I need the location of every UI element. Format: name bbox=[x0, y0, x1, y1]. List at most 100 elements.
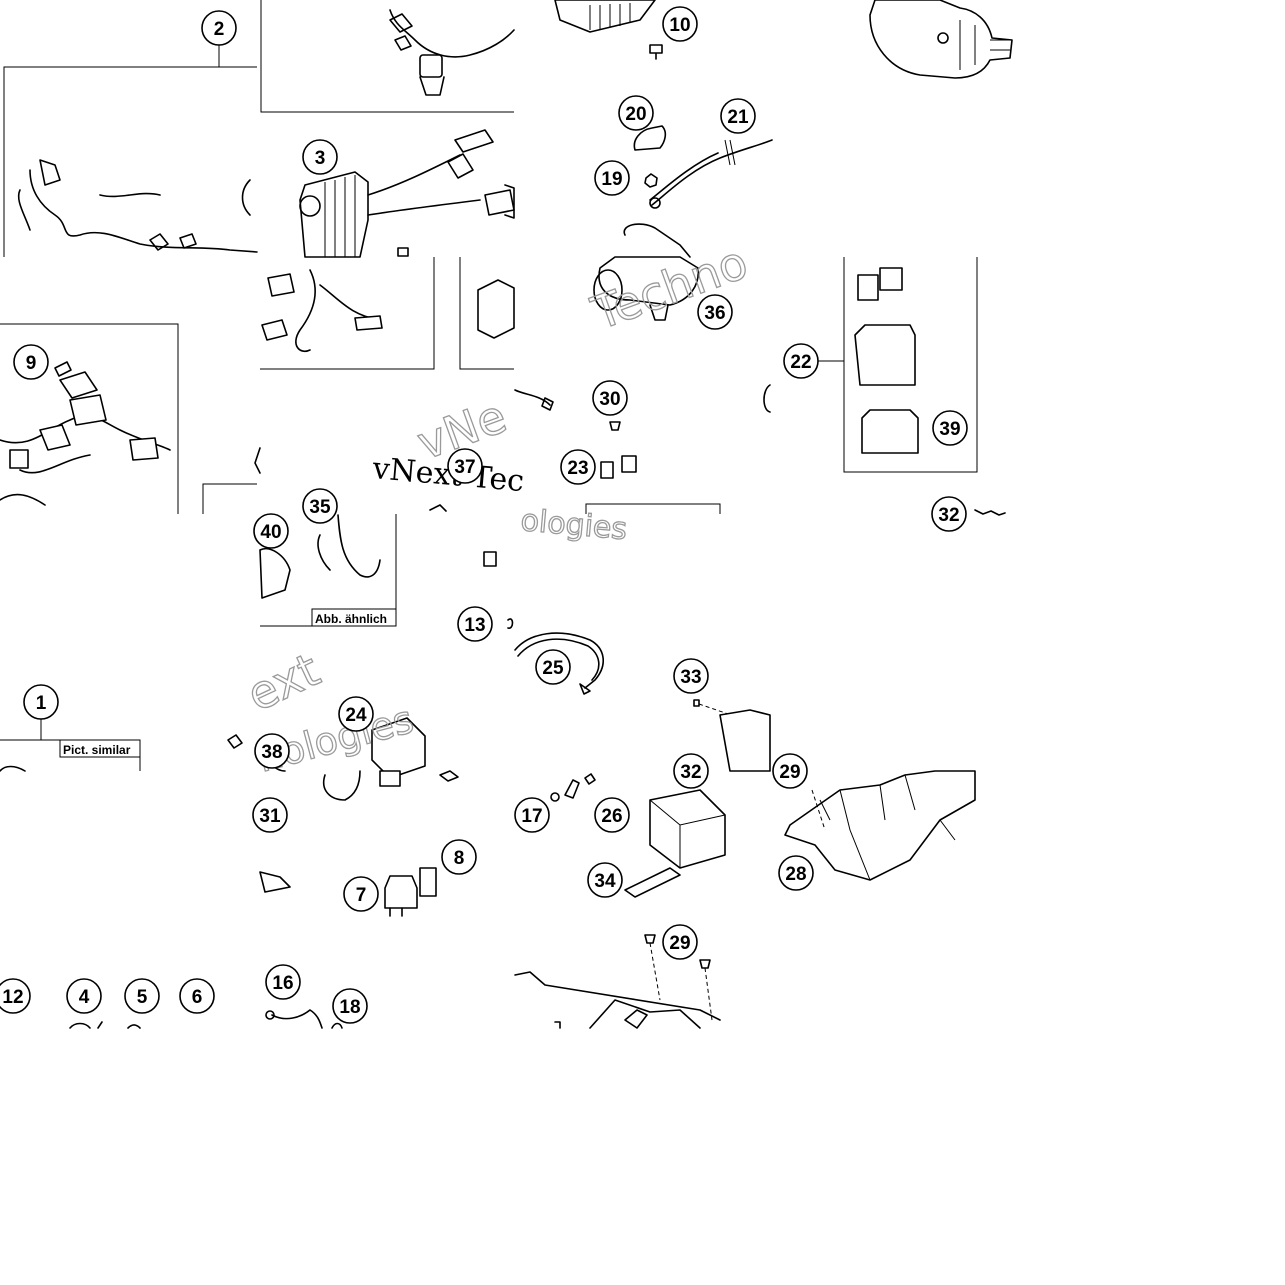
solenoid-end bbox=[593, 269, 623, 311]
cable-eye bbox=[649, 197, 661, 209]
callout-c30: 30 bbox=[592, 380, 628, 416]
callout-c35: 35 bbox=[302, 488, 338, 524]
callout-c37: 37 bbox=[447, 448, 483, 484]
callout-circle bbox=[560, 449, 596, 485]
callout-circle bbox=[535, 649, 571, 685]
tile-regulator bbox=[299, 129, 515, 258]
cable-loop bbox=[323, 770, 361, 801]
tile-cable-25 bbox=[514, 632, 771, 772]
plug bbox=[54, 361, 72, 377]
callout-number: 19 bbox=[601, 169, 622, 190]
callout-circle bbox=[302, 139, 338, 175]
screw-edge bbox=[554, 1021, 561, 1029]
screw bbox=[649, 44, 663, 60]
bracket bbox=[719, 709, 771, 772]
harness-plugs bbox=[389, 13, 413, 51]
frame-line bbox=[585, 503, 721, 514]
part-edge bbox=[0, 765, 26, 772]
connector bbox=[419, 54, 443, 78]
part-edge bbox=[507, 618, 514, 629]
callout-circle bbox=[594, 797, 630, 833]
callout-c33: 33 bbox=[673, 658, 709, 694]
callout-c31: 31 bbox=[252, 797, 288, 833]
cable bbox=[317, 514, 381, 578]
callout-c32a: 32 bbox=[931, 496, 967, 532]
callout-c12: 12 bbox=[0, 978, 31, 1014]
callout-number: 13 bbox=[464, 615, 485, 636]
callout-c13: 13 bbox=[457, 606, 493, 642]
callout-circle bbox=[514, 797, 550, 833]
callout-circle bbox=[447, 448, 483, 484]
callout-number: 28 bbox=[785, 864, 806, 885]
harness-wire bbox=[29, 169, 258, 253]
callout-c29a: 29 bbox=[772, 753, 808, 789]
regulator-mount bbox=[299, 195, 321, 217]
tile-relay-7-8 bbox=[259, 770, 459, 917]
cable-end bbox=[514, 389, 554, 411]
callout-c5: 5 bbox=[124, 978, 160, 1014]
tile-harness-edge bbox=[459, 257, 515, 370]
regulator-fins bbox=[324, 175, 356, 257]
screw-33 bbox=[693, 699, 700, 707]
clip-small bbox=[483, 551, 497, 567]
part-edge bbox=[763, 384, 771, 413]
callout-number: 17 bbox=[521, 806, 542, 827]
tile-wiring-harness bbox=[3, 45, 258, 257]
callout-circle bbox=[618, 95, 654, 131]
callout-c20: 20 bbox=[618, 95, 654, 131]
callout-circle bbox=[662, 6, 698, 42]
callout-c10: 10 bbox=[662, 6, 698, 42]
callout-number: 6 bbox=[192, 987, 203, 1008]
regulator-fins bbox=[589, 3, 631, 30]
callout-circle bbox=[253, 513, 289, 549]
callout-number: 1 bbox=[36, 693, 47, 714]
callout-c19: 19 bbox=[594, 160, 630, 196]
callout-number: 12 bbox=[2, 987, 23, 1008]
callout-number: 29 bbox=[669, 933, 690, 954]
part-edge bbox=[254, 447, 261, 474]
callout-circle bbox=[783, 343, 819, 379]
callout-c22: 22 bbox=[783, 343, 819, 379]
callout-c4: 4 bbox=[66, 978, 102, 1014]
callout-number: 18 bbox=[339, 997, 360, 1018]
callout-circle bbox=[0, 978, 31, 1014]
harness-plugs bbox=[99, 192, 197, 251]
solenoid-top bbox=[623, 223, 691, 258]
callout-circle bbox=[932, 410, 968, 446]
connector-edge bbox=[259, 871, 291, 893]
callout-number: 20 bbox=[625, 104, 646, 125]
callout-number: 22 bbox=[790, 352, 811, 373]
strap-34 bbox=[624, 867, 681, 898]
callout-c36: 36 bbox=[697, 294, 733, 330]
callout-circle bbox=[66, 978, 102, 1014]
clip bbox=[439, 770, 459, 782]
callout-circle bbox=[772, 753, 808, 789]
callout-number: 26 bbox=[601, 806, 622, 827]
callout-c34: 34 bbox=[587, 862, 623, 898]
cable-terminal bbox=[579, 683, 591, 695]
tile-cable-16-18 bbox=[265, 1009, 343, 1029]
callout-circle bbox=[441, 839, 477, 875]
callout-circle bbox=[662, 924, 698, 960]
callout-number: 38 bbox=[261, 742, 282, 763]
callout-number: 4 bbox=[79, 987, 90, 1008]
holder-detail bbox=[624, 1009, 648, 1029]
callout-circle bbox=[697, 294, 733, 330]
callout-circle bbox=[338, 696, 374, 732]
screw-30 bbox=[609, 421, 621, 431]
cable-16 bbox=[271, 1009, 323, 1029]
regulator bbox=[554, 0, 656, 33]
relay-24 bbox=[371, 717, 426, 779]
relay-pins bbox=[389, 907, 403, 917]
tile-small-harness bbox=[260, 257, 435, 370]
note-abb-aehnlich: Abb. ähnlich bbox=[311, 608, 397, 627]
cable-break bbox=[724, 139, 736, 166]
washer-17 bbox=[550, 792, 560, 802]
callout-c8: 8 bbox=[441, 839, 477, 875]
relay-covers bbox=[857, 267, 903, 301]
tile-relay-36 bbox=[593, 223, 699, 321]
tile-starter-motor bbox=[869, 0, 1013, 79]
callout-c16: 16 bbox=[265, 964, 301, 1000]
tile-main-harness bbox=[0, 323, 179, 514]
callout-c23: 23 bbox=[560, 449, 596, 485]
